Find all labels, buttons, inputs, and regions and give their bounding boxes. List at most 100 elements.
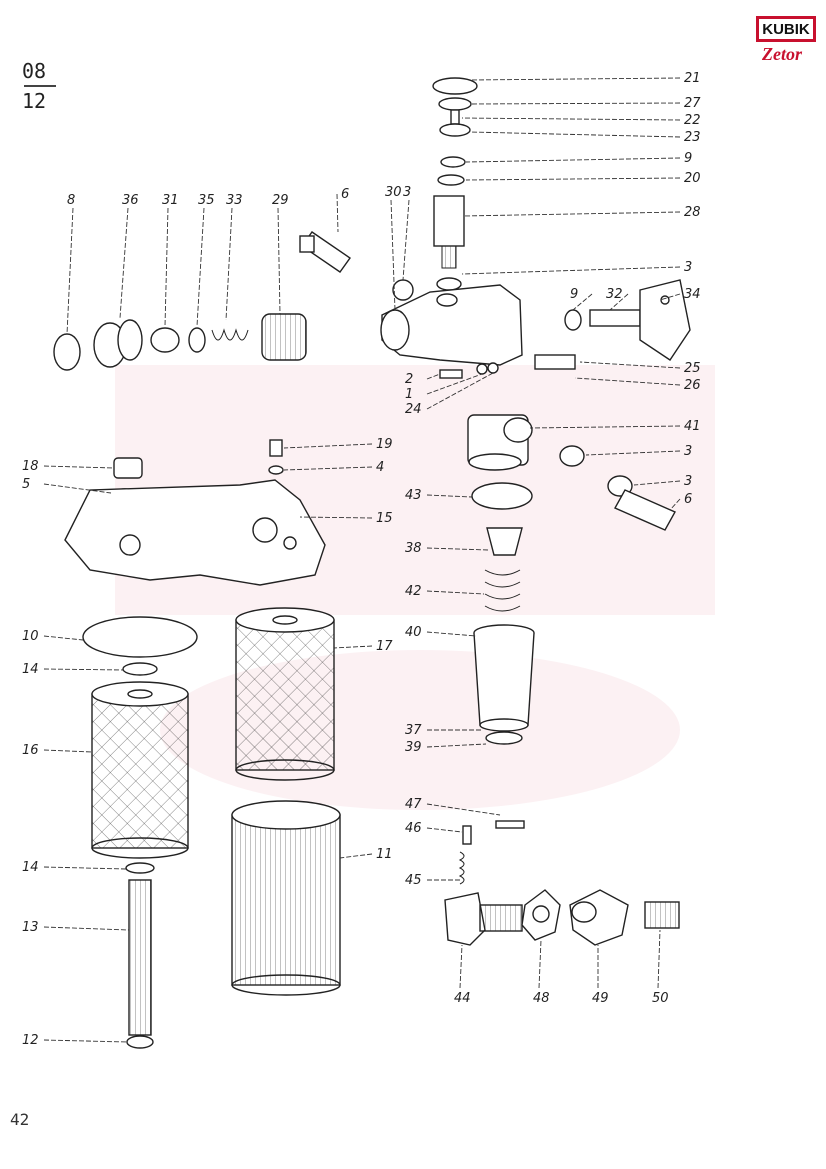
callout-number: 11 bbox=[376, 847, 393, 862]
callout-c12: 12 bbox=[22, 1033, 128, 1048]
callout-leader-line bbox=[426, 372, 494, 410]
callout-leader-line bbox=[43, 866, 127, 870]
callout-number: 3 bbox=[403, 185, 411, 200]
callout-number: 47 bbox=[405, 797, 422, 812]
callout-number: 31 bbox=[162, 193, 179, 208]
callout-number: 18 bbox=[22, 459, 39, 474]
callout-leader-line bbox=[426, 827, 463, 833]
callout-c23: 23 bbox=[469, 130, 701, 145]
callout-c5: 5 bbox=[22, 477, 112, 494]
callout-number: 6 bbox=[684, 492, 692, 507]
callout-c39: 39 bbox=[405, 740, 487, 755]
callout-number: 5 bbox=[22, 477, 30, 492]
callout-leader-line bbox=[669, 498, 681, 511]
callout-c4: 4 bbox=[283, 460, 384, 475]
callout-leader-line bbox=[339, 853, 373, 859]
callout-leader-line bbox=[465, 157, 681, 163]
callout-number: 1 bbox=[405, 387, 413, 402]
callout-leader-line bbox=[43, 635, 84, 641]
callout-c33: 33 bbox=[225, 193, 243, 321]
callout-number: 16 bbox=[22, 743, 39, 758]
callout-leader-line bbox=[426, 547, 489, 551]
callout-c19: 19 bbox=[283, 437, 393, 452]
callout-number: 27 bbox=[684, 96, 701, 111]
kubik-zetor-logo: KUBIK Zetor bbox=[756, 16, 816, 68]
callout-number: 9 bbox=[684, 151, 692, 166]
callout-number: 3 bbox=[684, 260, 692, 275]
housing-part-30 bbox=[380, 284, 523, 366]
callout-c48: 48 bbox=[533, 939, 550, 1006]
callout-c36: 36 bbox=[119, 193, 139, 319]
callout-number: 40 bbox=[405, 625, 422, 640]
ring-3-right bbox=[559, 445, 585, 467]
callout-number: 46 bbox=[405, 821, 422, 836]
filter-housing-part-11 bbox=[231, 800, 341, 996]
callout-leader-line bbox=[43, 749, 93, 753]
callout-c26: 26 bbox=[574, 377, 701, 393]
callout-number: 14 bbox=[22, 860, 39, 875]
callout-number: 22 bbox=[684, 113, 701, 128]
callout-leader-line bbox=[196, 207, 205, 327]
logo-kubik-text: KUBIK bbox=[756, 16, 816, 42]
callout-number: 42 bbox=[405, 584, 422, 599]
callout-leader-line bbox=[426, 590, 485, 595]
insert-part-50 bbox=[644, 901, 680, 929]
callout-c28: 28 bbox=[463, 205, 701, 220]
callout-c18: 18 bbox=[22, 459, 115, 474]
callout-number: 6 bbox=[341, 187, 349, 202]
callout-leader-line bbox=[277, 207, 281, 315]
callout-leader-line bbox=[402, 199, 410, 281]
callout-c29: 29 bbox=[272, 193, 289, 315]
small-parts-45-46-47 bbox=[458, 820, 525, 885]
callout-leader-line bbox=[426, 803, 501, 816]
callout-c37: 37 bbox=[405, 723, 482, 738]
callout-leader-line bbox=[529, 425, 681, 429]
callout-c8: 8 bbox=[66, 193, 75, 335]
callout-number: 4 bbox=[376, 460, 384, 475]
callout-number: 17 bbox=[376, 639, 393, 654]
callout-c32: 32 bbox=[606, 287, 629, 311]
callout-c49: 49 bbox=[592, 945, 609, 1006]
callout-number: 45 bbox=[405, 873, 422, 888]
callout-leader-line bbox=[469, 77, 681, 81]
callout-number: 8 bbox=[67, 193, 75, 208]
coupling-part-49 bbox=[569, 889, 629, 946]
washer-part-14-bottom bbox=[125, 862, 155, 874]
callout-c17: 17 bbox=[333, 639, 393, 654]
callout-number: 20 bbox=[684, 171, 701, 186]
callout-leader-line bbox=[465, 177, 681, 181]
callout-c10: 10 bbox=[22, 629, 84, 644]
washer-part-12 bbox=[126, 1035, 154, 1049]
callout-c42: 42 bbox=[405, 584, 485, 599]
callout-c46: 46 bbox=[405, 821, 463, 836]
callout-number: 26 bbox=[684, 378, 701, 393]
ring-3-housing bbox=[392, 279, 414, 301]
callout-number: 9 bbox=[570, 287, 578, 302]
strainer-part-28 bbox=[433, 195, 465, 291]
callout-leader-line bbox=[283, 466, 373, 471]
callout-leader-line bbox=[426, 743, 487, 748]
callout-c45: 45 bbox=[405, 873, 460, 888]
callout-c3b: 3 bbox=[402, 185, 411, 281]
filter-element-part-16 bbox=[91, 681, 189, 859]
callout-c44: 44 bbox=[454, 944, 471, 1006]
callout-number: 15 bbox=[376, 511, 393, 526]
callout-number: 29 bbox=[272, 193, 289, 208]
logo-zetor-text: Zetor bbox=[762, 44, 802, 64]
callout-number: 19 bbox=[376, 437, 393, 452]
callout-c21: 21 bbox=[469, 71, 701, 86]
parts-9-32-34 bbox=[564, 279, 691, 361]
callout-c20: 20 bbox=[465, 171, 701, 186]
callout-c34: 34 bbox=[659, 287, 701, 302]
callout-leader-line bbox=[461, 117, 681, 121]
callout-c2: 2 bbox=[405, 372, 441, 387]
glass-bowl-part-40 bbox=[473, 624, 535, 745]
cover-plate-part-15 bbox=[64, 479, 326, 586]
callout-number: 48 bbox=[533, 991, 550, 1006]
callout-c43: 43 bbox=[405, 488, 473, 503]
callout-leader-line bbox=[469, 131, 681, 138]
callout-leader-line bbox=[579, 361, 681, 369]
callout-leader-line bbox=[633, 480, 681, 486]
filter-head-part-41 bbox=[467, 414, 533, 471]
